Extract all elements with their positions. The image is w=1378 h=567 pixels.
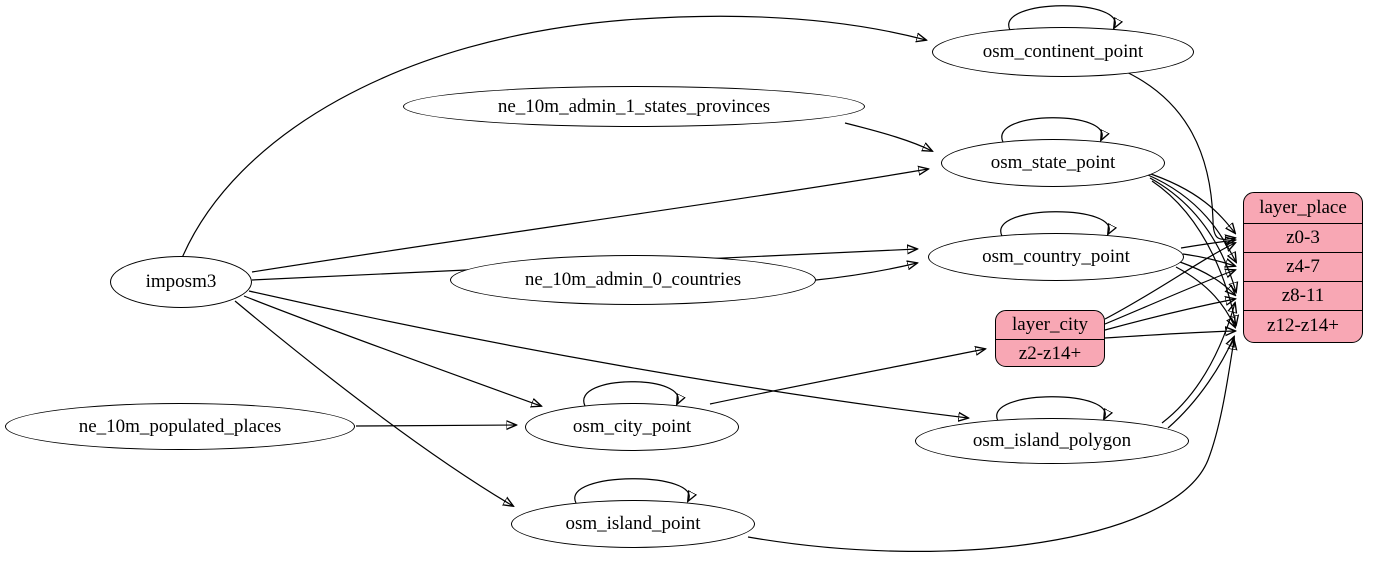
edge-osm_country_point-layer_place-z4-7 <box>1182 253 1235 266</box>
record-layer_city: layer_city z2-z14+ <box>995 310 1105 367</box>
edge-ne_10m_populated_places-osm_city_point <box>355 425 516 426</box>
edge-osm_country_point-layer_place-z8-11 <box>1179 261 1235 295</box>
node-osm_continent_point: osm_continent_point <box>932 27 1194 77</box>
node-osm_country_point: osm_country_point <box>928 233 1184 281</box>
record-layer_place-row-z12-z14: z12-z14+ <box>1244 310 1362 340</box>
edge-osm_country_point-layer_place-z12-z14 <box>1175 266 1235 327</box>
edge-imposm3-osm_continent_point <box>181 15 926 259</box>
edge-layer_city-layer_place-z12-z14 <box>1104 331 1235 339</box>
edge-layer_city-layer_place-z8-11 <box>1104 299 1235 331</box>
record-layer_place-row-z4-7: z4-7 <box>1244 252 1362 281</box>
self-loop-osm_continent_point <box>1008 5 1116 31</box>
record-layer_place-row-z8-11: z8-11 <box>1244 281 1362 310</box>
edge-osm_city_point-layer_city <box>709 349 985 405</box>
node-osm_island_polygon: osm_island_polygon <box>915 418 1189 464</box>
edge-layer_city-layer_place-z0-3 <box>1104 243 1235 320</box>
edge-imposm3-osm_island_point <box>234 300 513 506</box>
node-osm_island_point: osm_island_point <box>511 500 755 548</box>
node-osm_city_point: osm_city_point <box>525 403 739 451</box>
edge-imposm3-osm_island_polygon <box>248 290 968 418</box>
node-ne_10m_populated_places: ne_10m_populated_places <box>5 403 355 450</box>
edge-osm_continent_point-layer_place-z0-3 <box>1119 68 1235 239</box>
edge-osm_island_polygon-layer_place-z12-z14 <box>1167 337 1234 429</box>
record-layer_place-row-z0-3: z0-3 <box>1244 223 1362 252</box>
edge-osm_country_point-layer_place-z0-3 <box>1180 240 1235 249</box>
self-loop-osm_state_point <box>1001 117 1102 143</box>
node-imposm3: imposm3 <box>110 256 252 308</box>
edge-ne_10m_admin_0_countries-osm_country_point <box>815 263 917 281</box>
record-layer_place: layer_place z0-3 z4-7 z8-11 z12-z14+ <box>1243 192 1363 343</box>
self-loop-osm_island_polygon <box>996 396 1106 422</box>
edge-osm_island_polygon-layer_place-z8-11 <box>1161 303 1235 424</box>
record-layer_city-row-z2-z14: z2-z14+ <box>996 339 1104 366</box>
record-layer_city-title: layer_city <box>1012 314 1088 335</box>
node-ne_10m_admin_1_states_provinces: ne_10m_admin_1_states_provinces <box>403 86 865 127</box>
edge-osm_state_point-layer_place-z0-3 <box>1144 171 1235 233</box>
edge-layer_city-layer_place-z4-7 <box>1104 270 1235 325</box>
self-loop-osm_city_point <box>583 381 679 407</box>
edge-ne_10m_admin_1_states_provinces-osm_state_point <box>844 122 932 151</box>
self-loop-osm_island_point <box>574 478 689 504</box>
edge-osm_state_point-layer_place-z4-7 <box>1147 174 1236 262</box>
edge-osm_island_point-layer_place-z12-z14 <box>747 340 1234 552</box>
record-layer_place-title: layer_place <box>1259 197 1347 218</box>
node-osm_state_point: osm_state_point <box>941 139 1165 187</box>
edge-imposm3-osm_state_point <box>251 169 928 273</box>
node-ne_10m_admin_0_countries: ne_10m_admin_0_countries <box>450 255 816 305</box>
self-loop-osm_country_point <box>1000 211 1110 237</box>
edge-imposm3-osm_city_point <box>243 295 541 406</box>
edge-osm_state_point-layer_place-z8-11 <box>1149 177 1236 292</box>
